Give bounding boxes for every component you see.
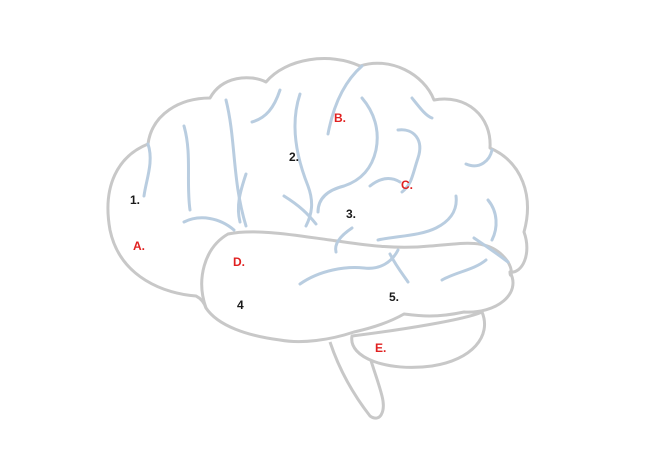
label-3: 3. [346,207,356,221]
label-b: B. [334,111,346,125]
label-4: 4 [237,298,244,312]
label-a: A. [133,239,145,253]
label-1: 1. [130,193,140,207]
label-e: E. [375,341,386,355]
label-2: 2. [289,150,299,164]
label-5: 5. [389,290,399,304]
label-c: C. [401,178,413,192]
cerebrum-outline [108,59,527,342]
label-d: D. [233,255,245,269]
